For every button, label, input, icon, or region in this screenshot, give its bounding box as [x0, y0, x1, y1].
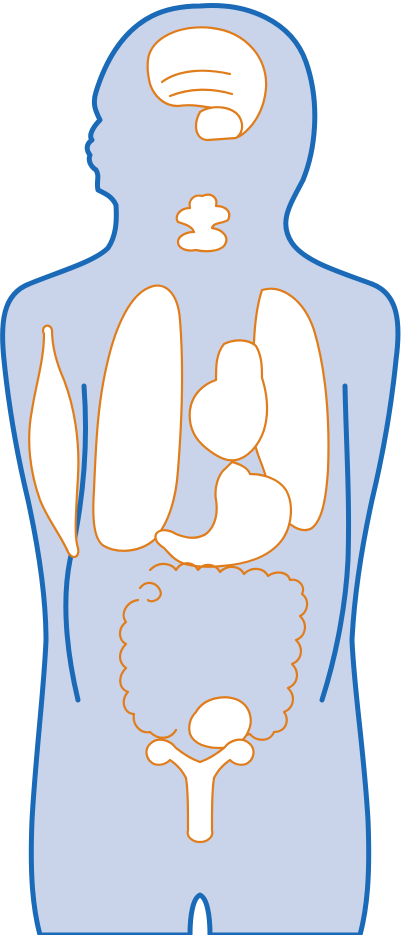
pituitary-icon [196, 107, 242, 140]
